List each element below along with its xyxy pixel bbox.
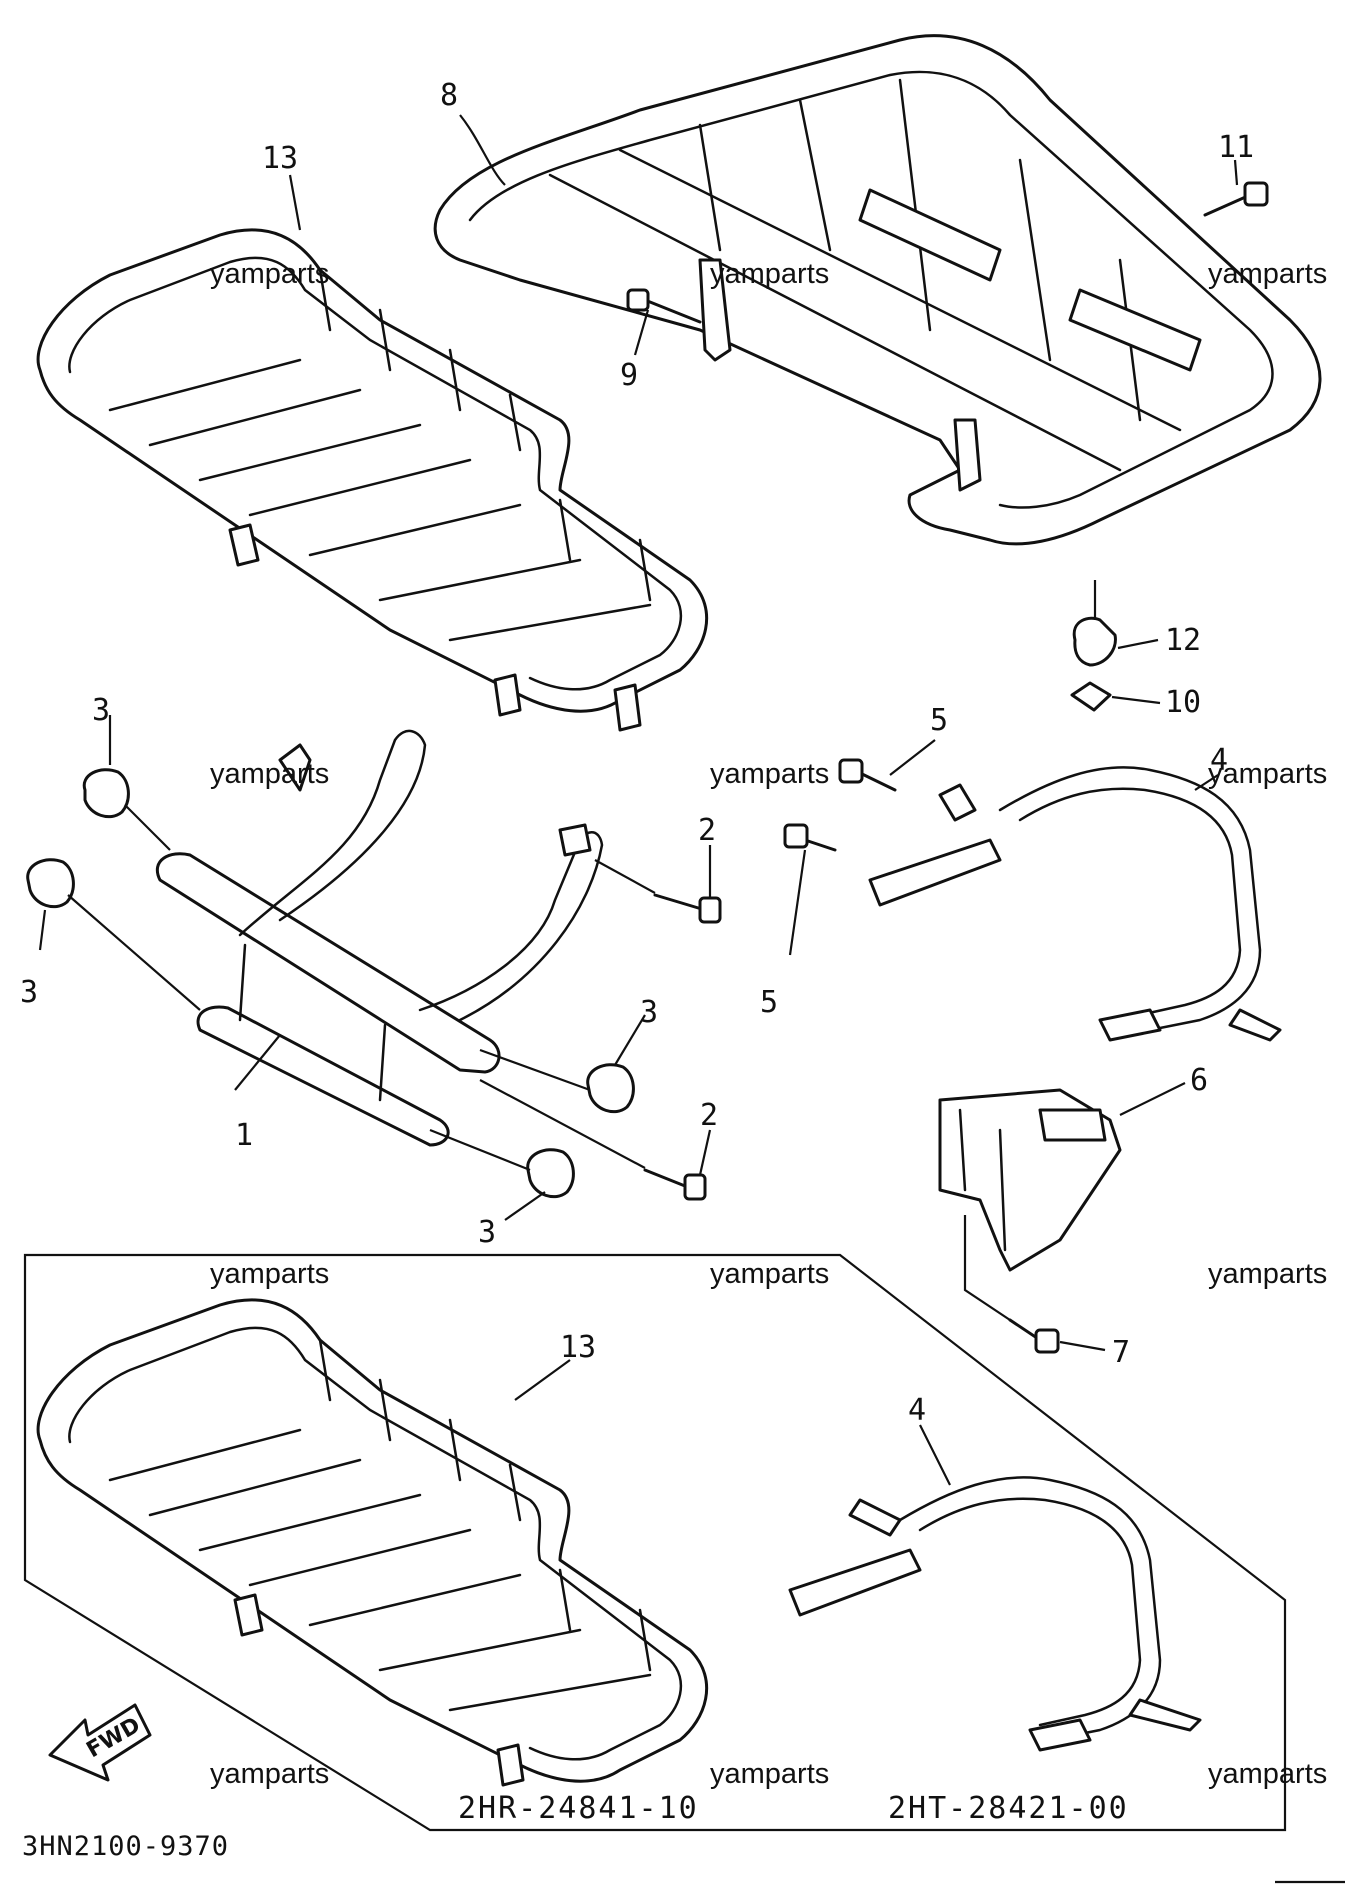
callout-10: 10 bbox=[1165, 685, 1201, 720]
callout-9: 9 bbox=[620, 358, 638, 393]
watermark: yamparts bbox=[710, 1758, 829, 1790]
callout-13-upper: 13 bbox=[262, 141, 298, 176]
collar-10 bbox=[1070, 681, 1112, 712]
callout-2-a: 2 bbox=[698, 813, 716, 848]
callout-4-upper: 4 bbox=[1210, 743, 1228, 778]
part-code-carrier: 2HR-24841-10 bbox=[458, 1791, 699, 1826]
watermark: yamparts bbox=[710, 1258, 829, 1290]
watermark: yamparts bbox=[1208, 1258, 1327, 1290]
front-bumper-1 bbox=[155, 729, 604, 1147]
bolt-2-a bbox=[594, 859, 722, 924]
callout-1: 1 bbox=[235, 1118, 253, 1153]
callout-4-lower: 4 bbox=[908, 1393, 926, 1428]
fwd-arrow-icon: FWD bbox=[48, 1703, 152, 1782]
watermarks: yamparts yamparts yamparts yamparts yamp… bbox=[210, 258, 1327, 1790]
callout-numbers: 8 13 11 9 12 10 3 5 4 2 5 3 3 1 6 2 3 7 … bbox=[20, 78, 1254, 1428]
rubber-damper-12 bbox=[1072, 580, 1117, 667]
callout-13-lower: 13 bbox=[560, 1330, 596, 1365]
bolt-5-a bbox=[838, 758, 897, 792]
callout-6: 6 bbox=[1190, 1063, 1208, 1098]
callout-11: 11 bbox=[1218, 130, 1254, 165]
callout-3-c: 3 bbox=[640, 995, 658, 1030]
guard-4-upper bbox=[868, 766, 1282, 1042]
watermark: yamparts bbox=[1208, 758, 1327, 790]
callout-8: 8 bbox=[440, 78, 458, 113]
callout-5-b: 5 bbox=[760, 985, 778, 1020]
watermark: yamparts bbox=[210, 1758, 329, 1790]
callout-3-d: 3 bbox=[478, 1215, 496, 1250]
watermark: yamparts bbox=[210, 258, 329, 290]
callout-3-a: 3 bbox=[92, 693, 110, 728]
guard-4-lower bbox=[788, 1476, 1202, 1752]
watermark: yamparts bbox=[1208, 1758, 1327, 1790]
bolt-9 bbox=[626, 288, 702, 324]
rubber-3-b bbox=[26, 858, 201, 1011]
rubber-3-a bbox=[82, 768, 171, 851]
bolt-11 bbox=[1203, 159, 1269, 217]
bolt-7 bbox=[1008, 1318, 1060, 1354]
rubber-3-d bbox=[429, 1128, 575, 1199]
diagram-reference: 3HN2100-9370 bbox=[22, 1831, 229, 1862]
part-code-guard: 2HT-28421-00 bbox=[888, 1791, 1129, 1826]
bolt-5-b bbox=[783, 823, 837, 852]
callout-12: 12 bbox=[1165, 623, 1201, 658]
rear-carrier-8 bbox=[433, 34, 1322, 546]
bracket-6 bbox=[938, 1088, 1122, 1321]
callout-7: 7 bbox=[1112, 1335, 1130, 1370]
watermark: yamparts bbox=[210, 1258, 329, 1290]
callout-3-b: 3 bbox=[20, 975, 38, 1010]
front-carrier-13-lower bbox=[36, 1298, 709, 1787]
watermark: yamparts bbox=[710, 758, 829, 790]
callout-5-a: 5 bbox=[930, 703, 948, 738]
front-carrier-13-upper bbox=[36, 228, 709, 732]
rubber-3-c bbox=[479, 1048, 635, 1114]
optional-parts-frame bbox=[23, 1253, 1287, 1832]
watermark: yamparts bbox=[210, 758, 329, 790]
callout-2-b: 2 bbox=[700, 1098, 718, 1133]
callout-leaders bbox=[38, 114, 1219, 1486]
watermark: yamparts bbox=[710, 258, 829, 290]
watermark: yamparts bbox=[1208, 258, 1327, 290]
bolt-2-b bbox=[479, 1079, 707, 1201]
